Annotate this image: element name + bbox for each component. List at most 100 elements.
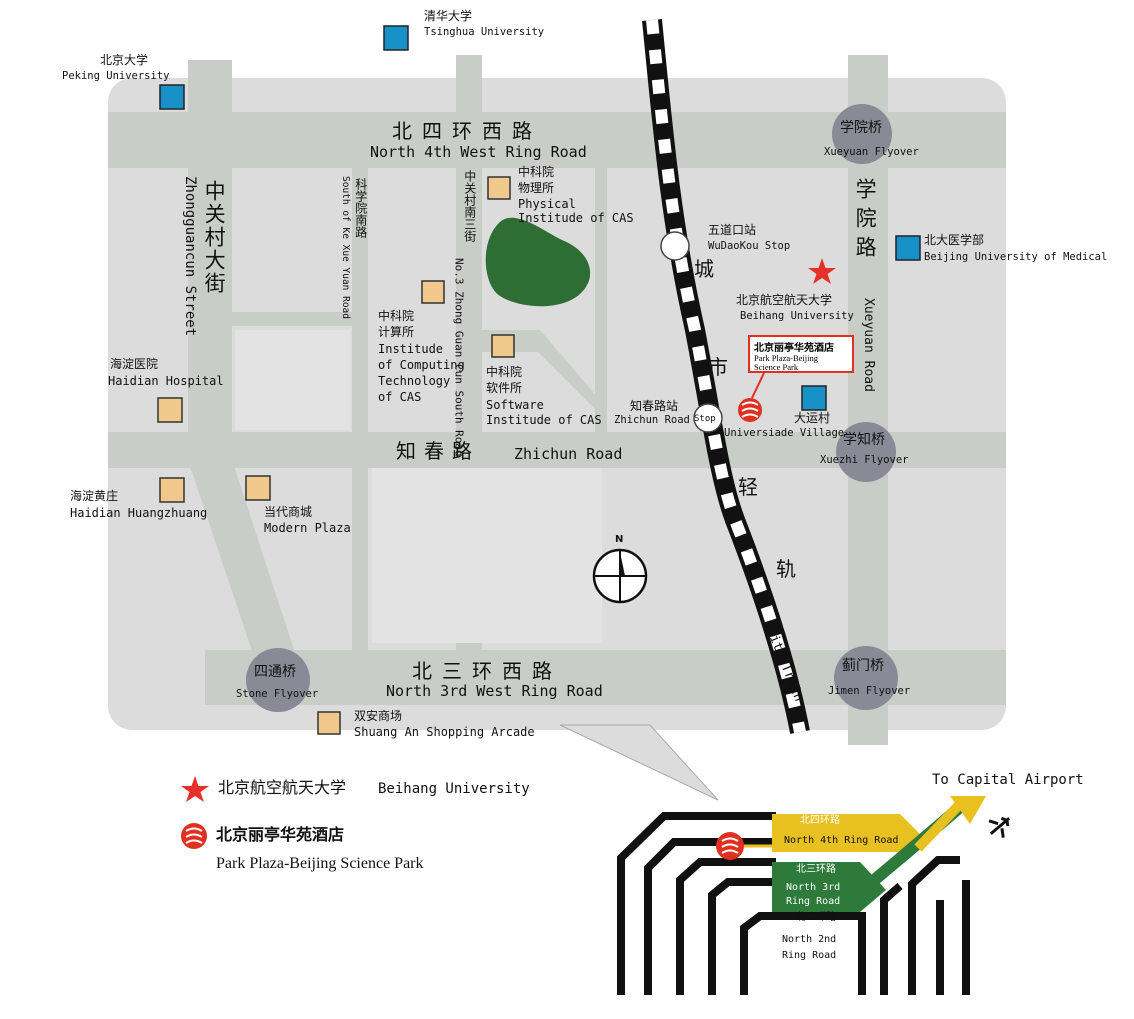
inset-north3-cn: 北三环路: [796, 864, 836, 875]
road-north3-cn: 北三环西路: [412, 659, 562, 683]
tan-markers: [157, 176, 515, 735]
flyover-jimen: [834, 646, 898, 710]
inset-ring-diagram: [617, 796, 986, 995]
marker-tsinghua: [383, 25, 409, 51]
flyover-stone-en: Stone Flyover: [236, 688, 319, 700]
place-medical-en: Beijing University of Medical: [924, 251, 1108, 263]
station-zhichun-cn: 知春路站: [630, 399, 679, 413]
hotel-callout-pointer: [751, 372, 765, 399]
place-modern-cn: 当代商城: [264, 505, 313, 519]
place-physics-en2: Institude of CAS: [518, 211, 634, 225]
place-medical-cn: 北大医学部: [924, 233, 985, 247]
place-beihang-en: Beihang University: [740, 310, 854, 322]
marker-haidian-hosp: [157, 397, 183, 423]
star-icon: [808, 258, 836, 284]
flyover-stone: [246, 648, 310, 712]
marker-medical: [895, 235, 921, 261]
road-north4-cn: 北四环西路: [392, 119, 542, 143]
road-xueyuan: [848, 55, 888, 745]
place-physics-cn1: 中科院: [518, 165, 555, 179]
legend-beihang-en: Beihang University: [378, 781, 530, 797]
place-univ-village-en: Universiade Village: [724, 427, 845, 439]
road-kexueyuan-cn: 科学院南路: [353, 178, 368, 238]
hotel-callout: 北京丽亭华苑酒店 Park Plaza-Beijing Science Park: [748, 335, 854, 373]
road-xueyuan-cn: 学院路: [853, 178, 878, 265]
marker-computing: [421, 280, 445, 304]
road-xueyuan-en: Xueyuan Road: [860, 298, 876, 392]
legend-star-icon: [181, 776, 209, 802]
road-zhichun-cn: 知春路: [396, 439, 480, 463]
road-side1: [595, 168, 607, 433]
map-background: [108, 78, 1006, 730]
place-computing-en1: Institude: [378, 342, 444, 356]
inset-north3-en1: North 3rd: [786, 882, 841, 893]
flyover-jimen-cn: 蓟门桥: [842, 658, 884, 674]
compass-icon: [592, 548, 648, 604]
place-haidian-hosp-cn: 海淀医院: [110, 357, 159, 371]
flyover-jimen-en: Jimen Flyover: [828, 685, 911, 697]
inset-north4-en: North 4th Ring Road: [784, 835, 899, 846]
place-huangzhuang-en: Haidian Huangzhuang: [70, 506, 208, 520]
hotel-logo-icon: [738, 398, 762, 422]
place-computing-en3: Technology: [378, 374, 451, 388]
flyover-xuezhi-cn: 学知桥: [843, 432, 885, 448]
road-zhongguancun: [188, 60, 312, 705]
place-huangzhuang-cn: 海淀黄庄: [70, 489, 119, 503]
citytrain-char-3: 轻: [738, 475, 758, 499]
airplane-icon: [988, 816, 1011, 838]
place-software-en1: Software: [486, 398, 544, 412]
citytrain-char-4: 轨: [776, 557, 796, 581]
place-physics-cn2: 物理所: [518, 181, 555, 195]
park-area: [485, 217, 591, 307]
city-blocks: [235, 330, 602, 643]
inset-north4-cn: 北四环路: [800, 815, 840, 826]
road-zhongguancun-cn: 中关村大街: [202, 180, 227, 295]
legend-beihang-cn: 北京航空航天大学: [218, 778, 347, 797]
marker-huangzhuang: [159, 477, 185, 503]
citytrain-char-1: 城: [694, 257, 714, 281]
place-computing-en4: of CAS: [378, 390, 422, 404]
station-zhichun: [693, 403, 723, 433]
legend-hotel-cn: 北京丽亭华苑酒店: [216, 825, 345, 844]
station-zhichun-en: Zhichun Road: [614, 414, 690, 426]
hotel-callout-cn: 北京丽亭华苑酒店: [754, 343, 834, 354]
place-software-en2: Institude of CAS: [486, 413, 602, 427]
flyover-xuezhi: [836, 422, 896, 482]
place-univ-village-cn: 大运村: [794, 411, 831, 425]
flyover-xuezhi-en: Xuezhi Flyover: [820, 454, 909, 466]
road-north3-en: North 3rd West Ring Road: [386, 682, 603, 700]
road-zgc3-en: No.3 Zhong Guan Cun South Road: [452, 258, 466, 457]
flyover-xueyuan-cn: 学院桥: [840, 120, 882, 136]
place-software-cn2: 软件所: [486, 381, 523, 395]
road-kexueyuan: [352, 168, 368, 658]
road-zhongguancun-en: Zhongguancun Street: [182, 176, 199, 337]
hotel-callout-en1: Park Plaza-Beijing: [754, 353, 818, 363]
road-kexueyuan-en: South of Ke Xue Yuan Road: [339, 176, 351, 319]
place-peking-cn: 北京大学: [100, 53, 149, 67]
station-wudaokou-en: WuDaoKou Stop: [708, 240, 791, 252]
road-north4-en: North 4th West Ring Road: [370, 143, 587, 161]
marker-univ-village: [801, 385, 827, 411]
compass-north-label: N: [615, 534, 624, 545]
road-zgc3-cn: 中关村南三街: [462, 170, 477, 242]
inset-north3-en2: Ring Road: [786, 896, 841, 907]
road-zhichun-en: Zhichun Road: [514, 445, 623, 463]
station-wudaokou: [660, 231, 690, 261]
marker-physics: [487, 176, 511, 200]
flyover-xueyuan: [832, 104, 892, 164]
blue-markers: [159, 25, 921, 411]
legend-hotel-logo-icon: [181, 823, 207, 849]
inset-airport-label: To Capital Airport: [932, 772, 1084, 788]
marker-software: [491, 334, 515, 358]
marker-shuangan: [317, 711, 341, 735]
marker-peking: [159, 84, 185, 110]
marker-modern: [245, 475, 271, 501]
place-computing-cn2: 计算所: [378, 325, 415, 339]
place-tsinghua-en: Tsinghua University: [424, 26, 545, 38]
map-callout-tail: [559, 724, 719, 801]
place-haidian-hosp-en: Haidian Hospital: [108, 374, 224, 388]
place-peking-en: Peking University: [62, 70, 170, 82]
place-modern-en: Modern Plaza: [264, 521, 351, 535]
place-computing-en2: of Computing: [378, 358, 465, 372]
